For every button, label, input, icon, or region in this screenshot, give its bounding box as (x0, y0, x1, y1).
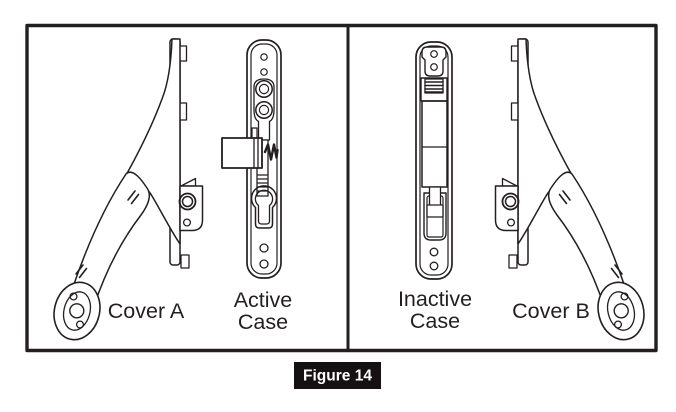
cover-b-label: Cover B (512, 299, 590, 323)
screw-hole (260, 68, 268, 76)
screw-hole (429, 247, 439, 257)
bolt-stem (428, 186, 442, 207)
active-case-drawing (221, 39, 282, 279)
screw-boss-hole (258, 104, 270, 116)
inactive-case-label-line2: Case (410, 309, 460, 333)
inactive-case-drawing (415, 41, 453, 280)
figure-caption: Figure 14 (294, 362, 381, 389)
spring (263, 143, 279, 161)
screw-hole (259, 243, 269, 253)
left-panel: Cover A Active Case (47, 38, 293, 346)
latch-keeper-block (221, 137, 263, 169)
keeper-slider-lines (253, 137, 259, 169)
grip-ribs (424, 81, 444, 93)
keyhole-outer (250, 185, 278, 229)
screw-boss-hole (258, 83, 270, 95)
screw-boss (255, 80, 273, 98)
active-case-label-line2: Case (238, 310, 288, 334)
screw-hole (430, 50, 438, 58)
top-plate (421, 46, 447, 77)
screw-hole (430, 63, 438, 71)
bolt-foot (426, 204, 444, 218)
caption-text: Figure 14 (303, 368, 372, 385)
screw-hole (260, 53, 268, 61)
diagram-frame (25, 23, 658, 353)
cover-a-label: Cover A (108, 299, 185, 323)
screw-hole (429, 261, 439, 271)
keyhole-inner (254, 189, 274, 225)
case-inner-outline (419, 45, 449, 276)
right-panel: Inactive Case Cover B (398, 38, 651, 346)
bolt-slot-outer (423, 192, 447, 241)
inactive-case-label-line1: Inactive (398, 287, 472, 311)
screw-boss (255, 101, 273, 119)
boss-plate (253, 78, 275, 141)
caption-badge (294, 362, 381, 389)
active-case-label-line1: Active (234, 288, 293, 312)
screw-hole (259, 259, 269, 269)
